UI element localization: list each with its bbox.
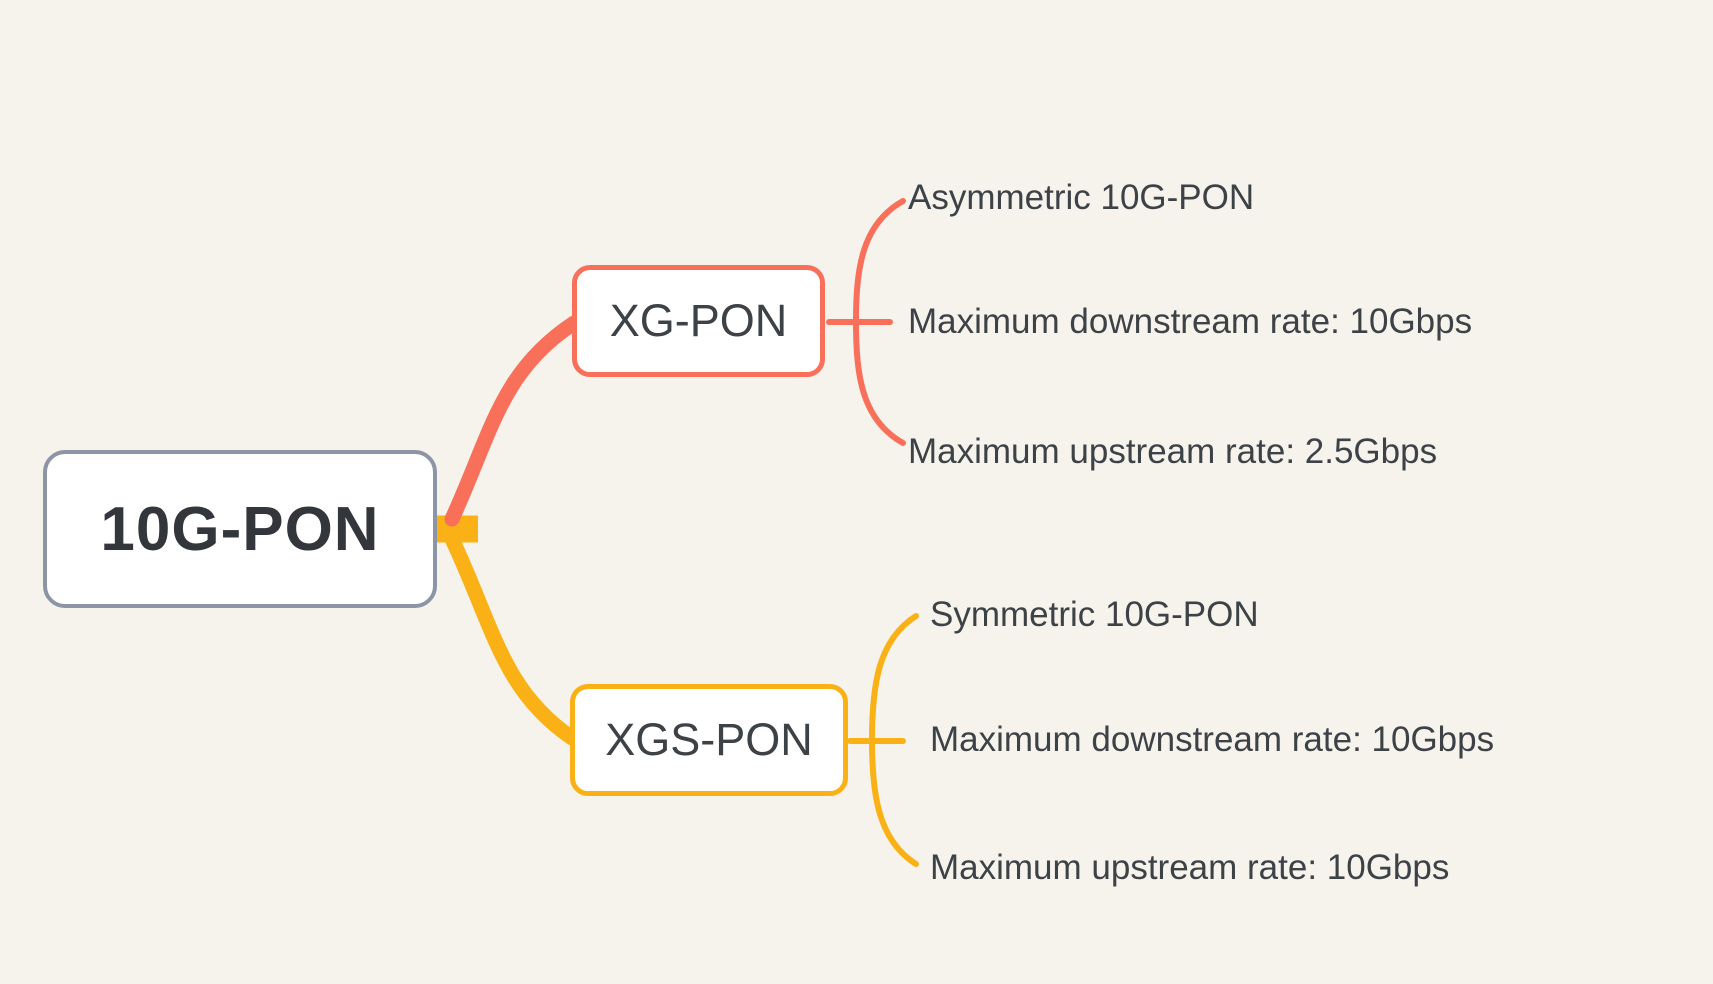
root-topic-10g-pon[interactable]: 10G-PON [43,450,437,608]
leaf-topic-xgs-downstream-rate[interactable]: Maximum downstream rate: 10Gbps [930,720,1495,759]
leaf-topic-xg-upstream-rate[interactable]: Maximum upstream rate: 2.5Gbps [908,432,1438,471]
branch-topic-xg-pon[interactable]: XG-PON [572,265,825,377]
leaf-bracket-xg-pon [852,198,906,446]
root-topic-label: 10G-PON [100,494,380,564]
leaf-topic-xg-downstream-rate[interactable]: Maximum downstream rate: 10Gbps [908,302,1473,341]
branch-topic-label: XGS-PON [605,714,813,765]
branch-connector-xg-pon [444,315,582,527]
leaf-topic-asymmetric-10g-pon[interactable]: Asymmetric 10G-PON [908,178,1255,217]
leaf-bracket-xgs-pon [868,613,919,867]
leaf-topic-xgs-upstream-rate[interactable]: Maximum upstream rate: 10Gbps [930,848,1450,887]
branch-connector-xgs-pon [444,531,580,746]
leaf-topic-symmetric-10g-pon[interactable]: Symmetric 10G-PON [930,595,1259,634]
branch-topic-label: XG-PON [609,295,788,346]
branch-topic-xgs-pon[interactable]: XGS-PON [570,684,848,796]
